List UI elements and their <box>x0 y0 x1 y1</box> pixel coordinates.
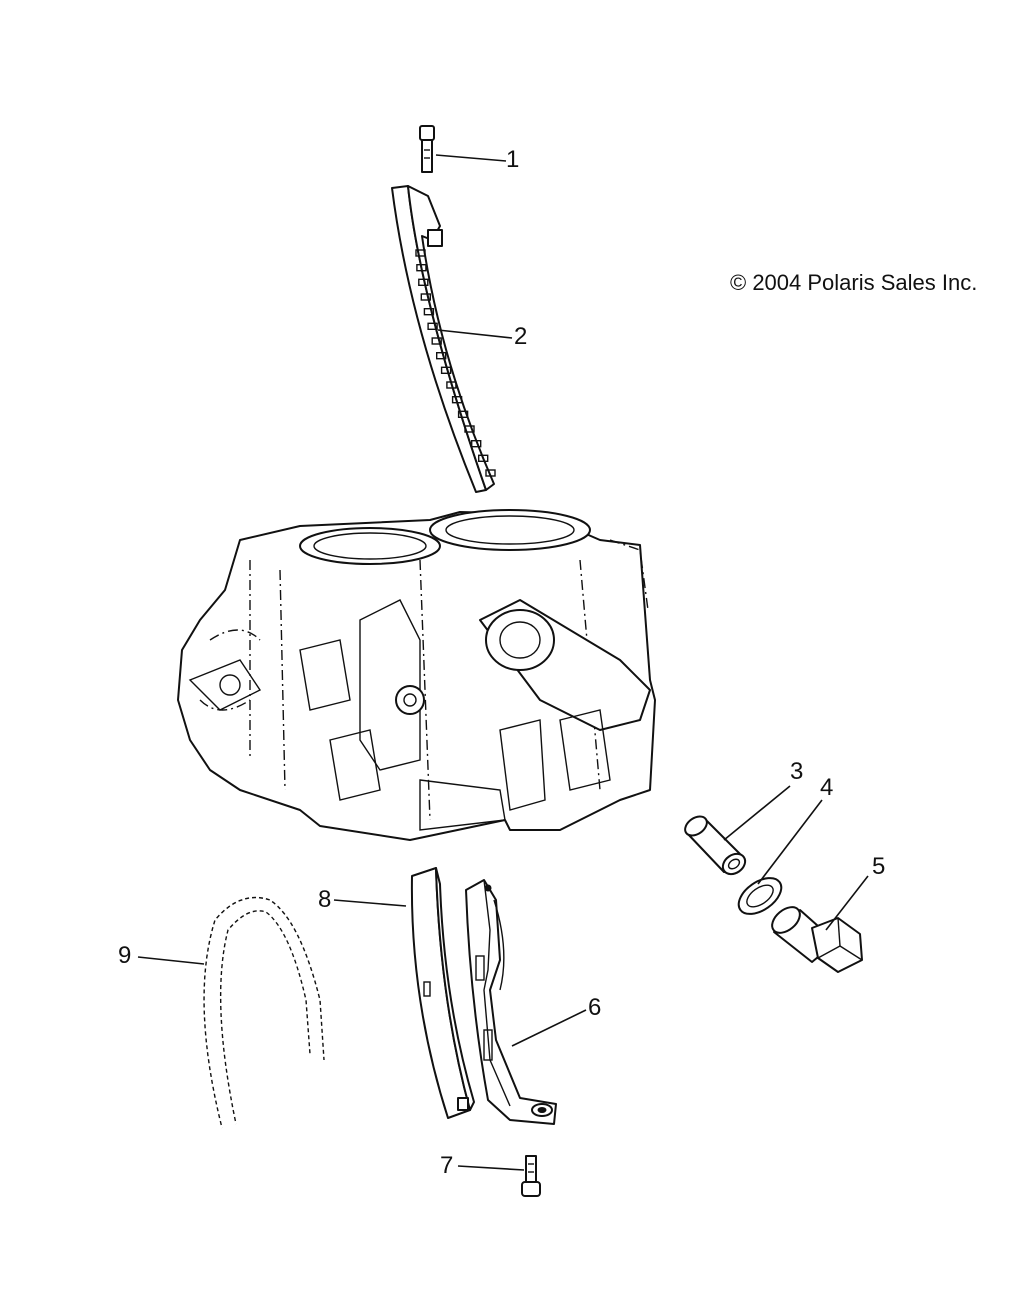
guide-rib <box>420 293 431 301</box>
guide-rib <box>446 381 457 389</box>
guide-rib <box>436 352 447 360</box>
guide-rib <box>451 396 463 404</box>
callout-4: 4 <box>820 774 834 801</box>
guide-rib <box>415 249 426 257</box>
guide-rib <box>423 308 435 316</box>
part-8-chain-guide[interactable] <box>410 867 475 1119</box>
part-1-bolt[interactable] <box>419 125 435 173</box>
guide-rib <box>440 366 452 374</box>
callout-6: 6 <box>588 994 602 1021</box>
callout-7: 7 <box>440 1152 454 1179</box>
guide-rib <box>478 454 489 462</box>
guide-rib <box>416 264 427 272</box>
callout-1: 1 <box>506 146 520 173</box>
part-4-washer[interactable] <box>732 871 787 921</box>
part-2-upper-chain-guide[interactable] <box>391 185 496 493</box>
callout-5: 5 <box>872 853 886 880</box>
guide-rib <box>485 469 496 477</box>
part-7-bolt[interactable] <box>521 1155 541 1197</box>
part-9-timing-chain[interactable] <box>201 895 327 1129</box>
engine-block <box>177 509 656 841</box>
guide-rib <box>464 425 475 433</box>
guide-rib <box>457 410 469 418</box>
callout-9: 9 <box>118 942 132 969</box>
leader-lines <box>137 154 869 1171</box>
guide-rib <box>418 278 429 286</box>
guide-rib <box>427 322 438 330</box>
part-6-tensioner-guide[interactable] <box>465 879 557 1125</box>
part-3-sleeve[interactable] <box>682 813 749 879</box>
guide-rib <box>431 337 442 345</box>
part-5-hex-bolt[interactable] <box>767 902 863 973</box>
guide-rib <box>471 440 482 448</box>
callout-3: 3 <box>790 758 804 785</box>
callout-2: 2 <box>514 323 528 350</box>
callout-8: 8 <box>318 886 332 913</box>
copyright-notice: © 2004 Polaris Sales Inc. <box>730 270 978 295</box>
